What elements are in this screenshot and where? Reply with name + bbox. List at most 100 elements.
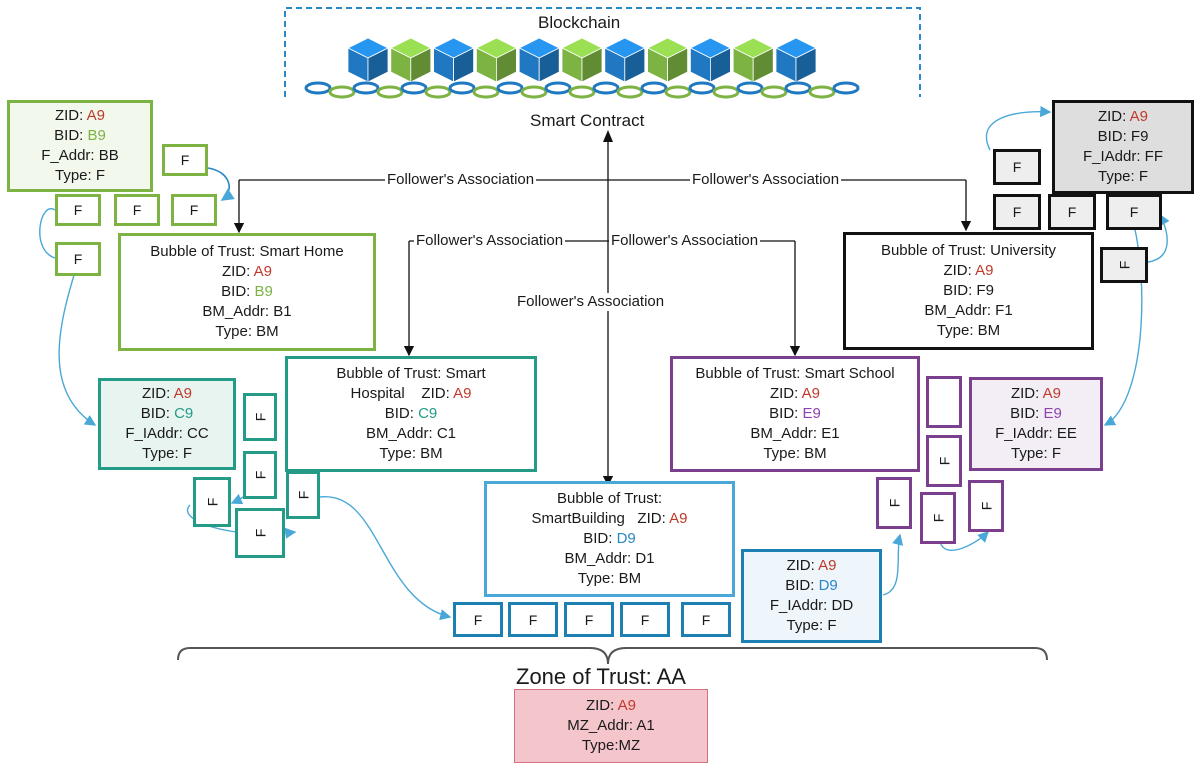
follower-node: F: [193, 477, 231, 527]
follower-node-empty: [926, 376, 962, 428]
connector-hospital-to-building: [319, 496, 452, 621]
bubble-title-cont: SmartBuilding ZID: A9: [531, 510, 688, 527]
follower-node: F: [243, 393, 277, 441]
addr-row: BM_Addr: D1: [564, 550, 655, 567]
block-cube: [689, 37, 732, 83]
follower-node: F: [968, 480, 1004, 532]
follower-node: F: [564, 602, 614, 637]
chain-link: [472, 85, 500, 99]
zid-row: ZID: A9: [141, 385, 193, 402]
association-label-top-right: Follower's Association: [690, 171, 842, 189]
follower-node: F: [171, 194, 217, 226]
chain-link: [784, 81, 812, 95]
association-label-mid-left: Follower's Association: [414, 232, 566, 250]
blockchain-frame: [284, 7, 921, 97]
follower-node: F: [926, 435, 962, 487]
bubble-title: Bubble of Trust: Smart School: [695, 365, 895, 382]
bubble-title: Bubble of Trust:: [556, 490, 663, 507]
follower-node: F: [920, 492, 956, 544]
bid-row: BID: C9: [384, 405, 438, 422]
zone-title: Zone of Trust: AA: [516, 664, 686, 689]
follower-node: F: [243, 451, 277, 499]
bid-row: BID: F9: [1097, 128, 1149, 145]
chain-link: [520, 85, 548, 99]
zid-row: ZID: A9: [585, 697, 637, 714]
zone-brace: [177, 647, 1048, 665]
bid-row: BID: B9: [221, 283, 273, 300]
zid-row: ZID: A9: [769, 385, 821, 402]
follower-node: F: [114, 194, 160, 226]
block-cube: [347, 37, 389, 83]
smart-school-manager-card: Bubble of Trust: Smart School ZID: A9 BI…: [670, 356, 920, 472]
smart-building-manager-card: Bubble of Trust: SmartBuilding ZID: A9 B…: [484, 481, 735, 597]
smart-home-follower-card: ZID: A9 BID: B9 F_Addr: BB Type: F: [7, 100, 153, 192]
connector-home-follower: [207, 167, 235, 201]
type-row: Type: BM: [577, 570, 642, 587]
follower-node: F: [993, 149, 1041, 185]
type-row: Type: F: [786, 617, 837, 634]
block-cube: [389, 37, 432, 83]
follower-node: F: [681, 602, 731, 637]
chain-link: [688, 81, 716, 95]
follower-node: F: [993, 194, 1041, 230]
type-row: Type: F: [141, 445, 193, 462]
type-row: Type: F: [54, 167, 106, 184]
smart-building-follower-card: ZID: A9 BID: D9 F_IAddr: DD Type: F: [741, 549, 882, 643]
zid-row: ZID: A9: [54, 107, 106, 124]
follower-node: F: [235, 508, 285, 558]
chain-link: [376, 85, 404, 99]
connector-building-to-school: [882, 533, 904, 596]
chain-link: [424, 85, 452, 99]
follower-node: F: [1048, 194, 1096, 230]
bubble-title: Bubble of Trust: Smart: [336, 365, 486, 382]
addr-row: BM_Addr: B1: [202, 303, 292, 320]
smart-hospital-follower-card: ZID: A9 BID: C9 F_IAddr: CC Type: F: [98, 378, 236, 470]
smart-contract-label: Smart Contract: [528, 111, 647, 130]
chain-link: [832, 81, 860, 95]
block-cube: [475, 37, 518, 83]
follower-node: F: [508, 602, 558, 637]
addr-row: BM_Addr: E1: [750, 425, 840, 442]
type-row: Type: F: [1010, 445, 1062, 462]
chain-link: [736, 81, 764, 95]
block-cube: [775, 37, 817, 83]
follower-node: F: [162, 144, 208, 176]
blockchain-title: Blockchain: [538, 13, 621, 32]
chain-link: [664, 85, 692, 99]
addr-row: BM_Addr: F1: [924, 302, 1013, 319]
smart-hospital-manager-card: Bubble of Trust: Smart Hospital ZID: A9 …: [285, 356, 537, 472]
bubble-title: Bubble of Trust: University: [880, 242, 1057, 259]
chain-link: [304, 81, 332, 95]
addr-row: BM_Addr: C1: [365, 425, 457, 442]
type-row: Type: BM: [936, 322, 1001, 339]
blockchain-chain: [304, 81, 860, 99]
block-cube: [518, 37, 561, 83]
block-cube: [432, 37, 475, 83]
bid-row: BID: B9: [54, 127, 106, 144]
addr-row: MZ_Addr: A1: [567, 717, 655, 734]
zid-row: ZID: A9: [786, 557, 837, 574]
chain-link: [592, 81, 620, 95]
type-row: Type: BM: [763, 445, 827, 462]
type-row: Type: BM: [215, 323, 279, 340]
bid-row: BID: C9: [140, 405, 194, 422]
chain-link: [616, 85, 644, 99]
chain-link: [328, 85, 356, 99]
addr-row: F_IAddr: CC: [125, 425, 209, 442]
addr-row: F_IAddr: EE: [995, 425, 1077, 442]
follower-node: F: [453, 602, 503, 637]
chain-link: [808, 85, 836, 99]
block-cube: [603, 37, 646, 83]
master-zone-card: ZID: A9 MZ_Addr: A1 Type:MZ: [514, 689, 708, 763]
block-cube: [732, 37, 775, 83]
smart-school-follower-card: ZID: A9 BID: E9 F_IAddr: EE Type: F: [969, 377, 1103, 471]
connector-university-loop-right: [1147, 213, 1170, 263]
zid-row: ZID: A9: [221, 263, 273, 280]
university-follower-card: ZID: A9 BID: F9 F_IAddr: FF Type: F: [1052, 100, 1194, 194]
bubble-title: Bubble of Trust: Smart Home: [150, 243, 344, 260]
blockchain-blocks: [347, 37, 817, 83]
chain-link: [760, 85, 788, 99]
contract-arrow-top-head: [603, 130, 613, 142]
association-label-center: Follower's Association: [515, 293, 667, 311]
